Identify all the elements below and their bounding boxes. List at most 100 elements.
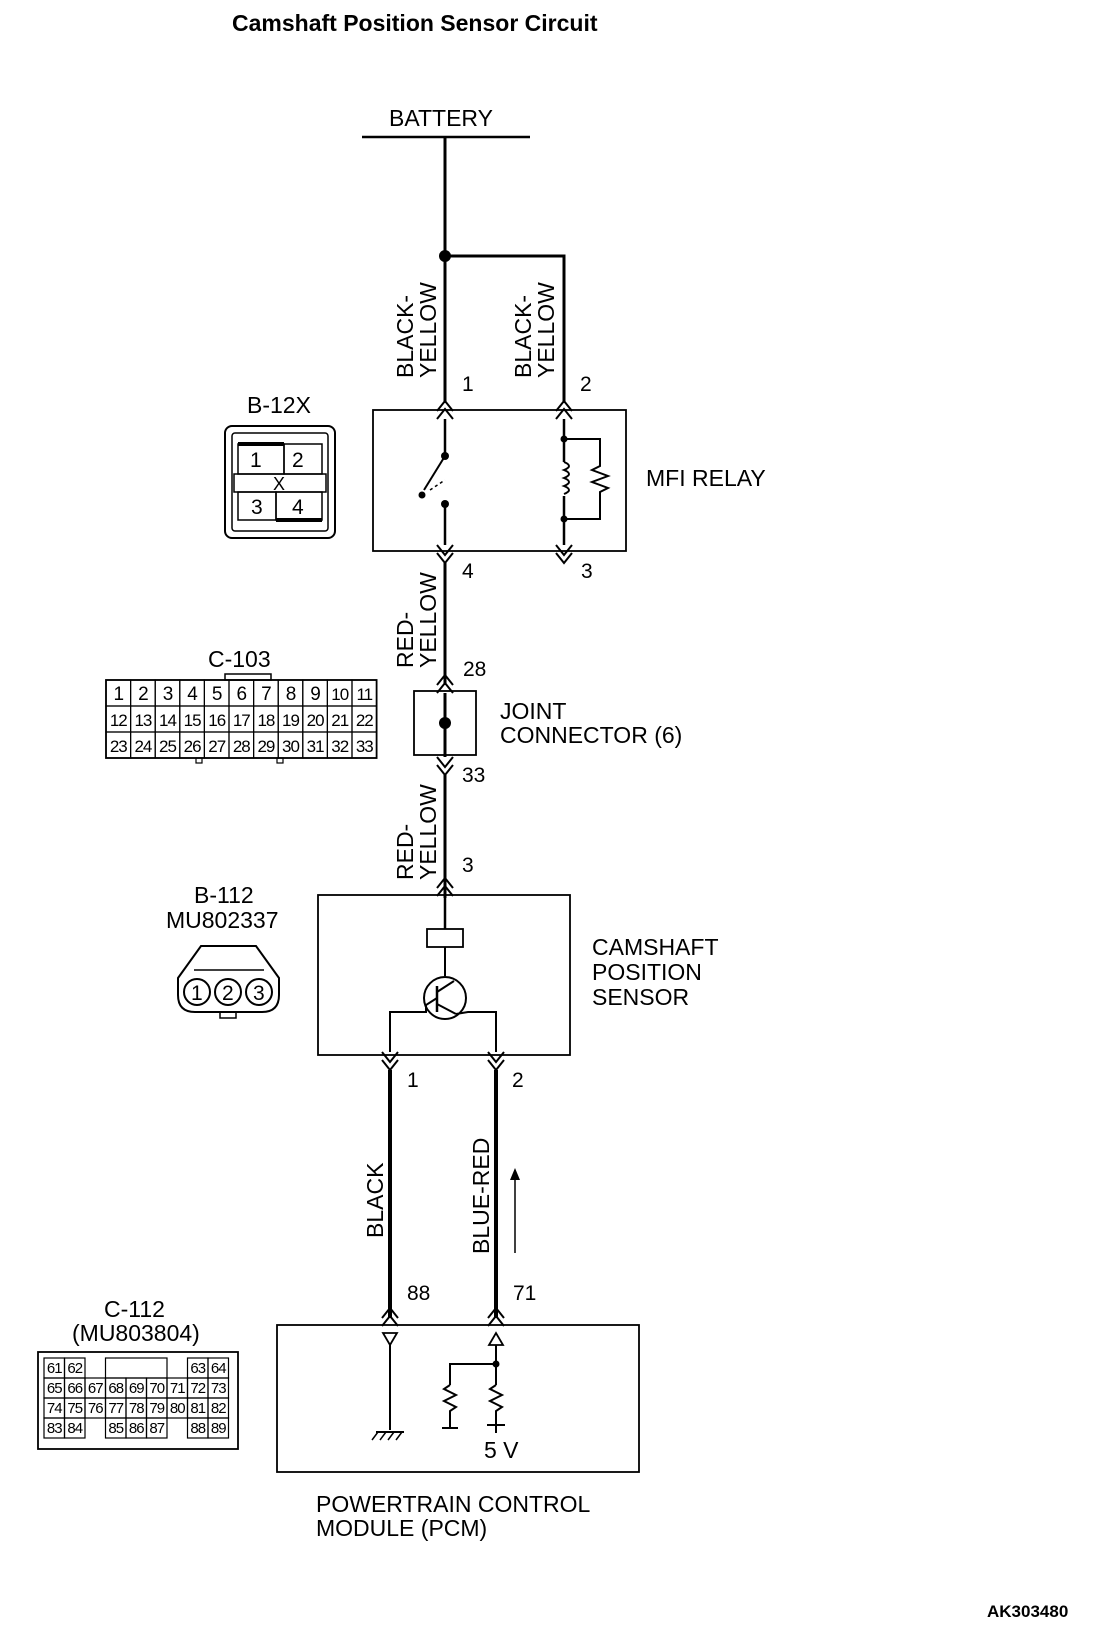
pcm-input-71	[487, 1331, 505, 1346]
connector-mark	[436, 681, 454, 694]
wire-battery-pin2	[445, 254, 566, 403]
wire-color-red-yellow-1a: RED-	[392, 612, 418, 668]
c103-cell-label: 10	[331, 685, 348, 704]
pcm-input-88	[381, 1332, 399, 1347]
connector-mark	[555, 407, 573, 420]
c103-cell-label: 9	[310, 684, 320, 705]
c103-cell-label: 17	[233, 711, 250, 730]
connector-mark	[436, 876, 454, 889]
transistor-collector	[436, 980, 455, 993]
c103-cell-label: 2	[138, 684, 148, 705]
c112-cell-label: 72	[190, 1380, 205, 1397]
c112-cell-label: 70	[149, 1380, 164, 1397]
pcm-label-1: POWERTRAIN CONTROL	[316, 1491, 591, 1517]
c103-cell-label: 29	[257, 737, 274, 756]
c112-cell-label: 85	[108, 1420, 123, 1437]
c103-cell-label: 14	[159, 711, 176, 730]
connector-mark	[487, 1314, 505, 1327]
c112-cell	[104, 1357, 168, 1379]
b112-pin-cell	[214, 978, 242, 1006]
c103-cell-label: 30	[282, 737, 299, 756]
c103-cell-label: 8	[286, 684, 296, 705]
connector-mark	[436, 407, 454, 420]
c112-cell-label: 82	[211, 1400, 226, 1417]
joint-label-1: JOINT	[500, 698, 566, 724]
sensor-label-1: CAMSHAFT	[592, 934, 719, 960]
c112-cell-label: 83	[47, 1420, 62, 1437]
c103-cell-label: 11	[356, 685, 372, 704]
joint-connector-id: C-103	[208, 646, 271, 672]
relay-coil	[561, 461, 570, 495]
relay-resistor	[564, 438, 611, 520]
connector-mark	[555, 544, 573, 557]
c112-cell	[145, 1417, 168, 1439]
pcm-pin-88: 88	[407, 1282, 430, 1305]
c112-cell-label: 80	[170, 1400, 185, 1417]
b12x-cell-label: 1	[250, 449, 262, 472]
c103-cell-label: 15	[184, 711, 201, 730]
wire-color-black-yellow-2b: YELLOW	[533, 282, 559, 378]
c112-cell-label: 62	[67, 1360, 82, 1377]
b12x-connector-face	[224, 425, 336, 539]
wire-color-black: BLACK	[362, 1162, 388, 1238]
pullup-resistor	[487, 1384, 505, 1424]
wire-color-red-yellow-2b: YELLOW	[415, 784, 441, 880]
wire-color-red-yellow-2a: RED-	[392, 824, 418, 880]
c112-cell	[63, 1417, 86, 1439]
c103-cell-label: 21	[331, 711, 348, 730]
b112-latch	[219, 1011, 237, 1019]
c112-cell-label: 89	[211, 1420, 226, 1437]
c112-connector-face	[37, 1351, 239, 1450]
ground-hatch	[395, 1431, 403, 1441]
c112-cell-label: 71	[170, 1380, 185, 1397]
joint-label-2: CONNECTOR (6)	[500, 722, 682, 748]
relay-contact	[418, 491, 426, 499]
sensor-transistor	[423, 976, 467, 1020]
c103-cell-label: 32	[331, 737, 348, 756]
c103-cell-label: 20	[307, 711, 324, 730]
connector-mark	[436, 544, 454, 557]
c112-cell-label: 81	[190, 1400, 205, 1417]
c103-cell-label: 28	[233, 737, 250, 756]
b112-connector-face	[177, 945, 280, 1013]
diagram-title: Camshaft Position Sensor Circuit	[232, 10, 598, 36]
relay-pin-1: 1	[462, 373, 474, 396]
joint-node	[439, 717, 451, 729]
signal-arrow-head	[510, 1168, 520, 1180]
c103-cell	[351, 731, 378, 759]
sensor-element	[426, 928, 464, 948]
wire-color-black-yellow-2a: BLACK-	[510, 295, 536, 378]
b112-pin-cell	[183, 978, 211, 1006]
c103-cell-label: 18	[257, 711, 274, 730]
wire-color-red-yellow-1b: YELLOW	[415, 572, 441, 668]
sensor-label-2: POSITION	[592, 959, 702, 985]
pcm-pin-71: 71	[513, 1282, 536, 1305]
mfi-relay-box	[372, 409, 627, 552]
c112-cell-label: 77	[108, 1400, 123, 1417]
b112-pin-label: 2	[222, 982, 234, 1005]
c112-cell-label: 68	[108, 1380, 123, 1397]
mfi-relay-label: MFI RELAY	[646, 465, 766, 491]
c103-latch	[224, 673, 272, 681]
connector-mark	[487, 1051, 505, 1064]
c103-cell-label: 23	[110, 737, 127, 756]
c103-cell-label: 26	[184, 737, 201, 756]
c112-cell-label: 65	[47, 1380, 62, 1397]
sensor-pin-3: 3	[462, 854, 474, 877]
c112-cell-label: 74	[47, 1400, 62, 1417]
c103-cell-label: 22	[356, 711, 373, 730]
pcm-resistor	[441, 1384, 459, 1428]
sensor-wire-1	[389, 997, 438, 1052]
pcm-connector-id: C-112	[104, 1296, 165, 1322]
wire-color-black-yellow-1b: YELLOW	[415, 282, 441, 378]
c112-cell-label: 69	[129, 1380, 144, 1397]
relay-pin-2: 2	[580, 373, 592, 396]
c112-cell-label: 88	[190, 1420, 205, 1437]
c112-cell-label: 61	[47, 1360, 62, 1377]
c103-cell-label: 33	[356, 737, 373, 756]
c103-cell-label: 24	[134, 737, 151, 756]
relay-pin-3: 3	[581, 560, 593, 583]
c112-cell-label: 64	[211, 1360, 226, 1377]
